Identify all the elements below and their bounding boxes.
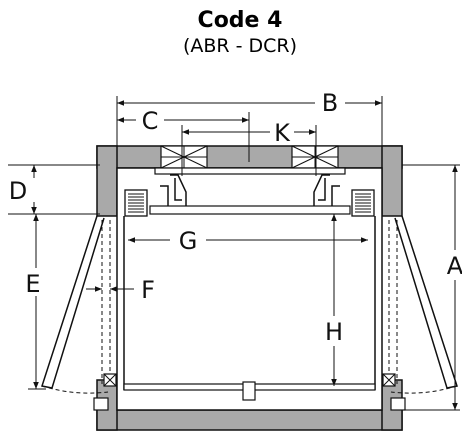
dimension-K: K	[181, 119, 317, 176]
left-door	[41, 215, 117, 411]
dimension-E: E	[25, 214, 46, 390]
dimension-D: D	[8, 164, 100, 215]
diagram-title: Code 4	[198, 8, 283, 33]
dimension-label-B: B	[322, 89, 338, 117]
right-roller	[351, 189, 375, 217]
dimension-label-F: F	[141, 276, 155, 304]
dimension-label-E: E	[25, 270, 40, 298]
dimension-A: A	[402, 164, 462, 411]
dimension-label-K: K	[274, 119, 291, 147]
dimension-C: C	[117, 107, 250, 162]
inner-side-walls	[123, 216, 376, 401]
right-door	[382, 215, 458, 411]
dimension-H: H	[325, 214, 343, 386]
left-roller	[124, 189, 148, 217]
dimension-label-C: C	[142, 107, 159, 135]
dimension-label-D: D	[9, 177, 27, 205]
dimension-label-G: G	[179, 227, 198, 255]
dimension-F: F	[86, 276, 155, 304]
top-hatched-blocks	[160, 145, 339, 169]
dimension-B: B	[116, 89, 383, 150]
dimension-G: G	[128, 227, 368, 255]
dimension-label-H: H	[325, 318, 343, 346]
diagram-subtitle: (ABR - DCR)	[183, 35, 297, 57]
dimension-label-A: A	[447, 252, 462, 280]
upper-track	[149, 167, 351, 215]
